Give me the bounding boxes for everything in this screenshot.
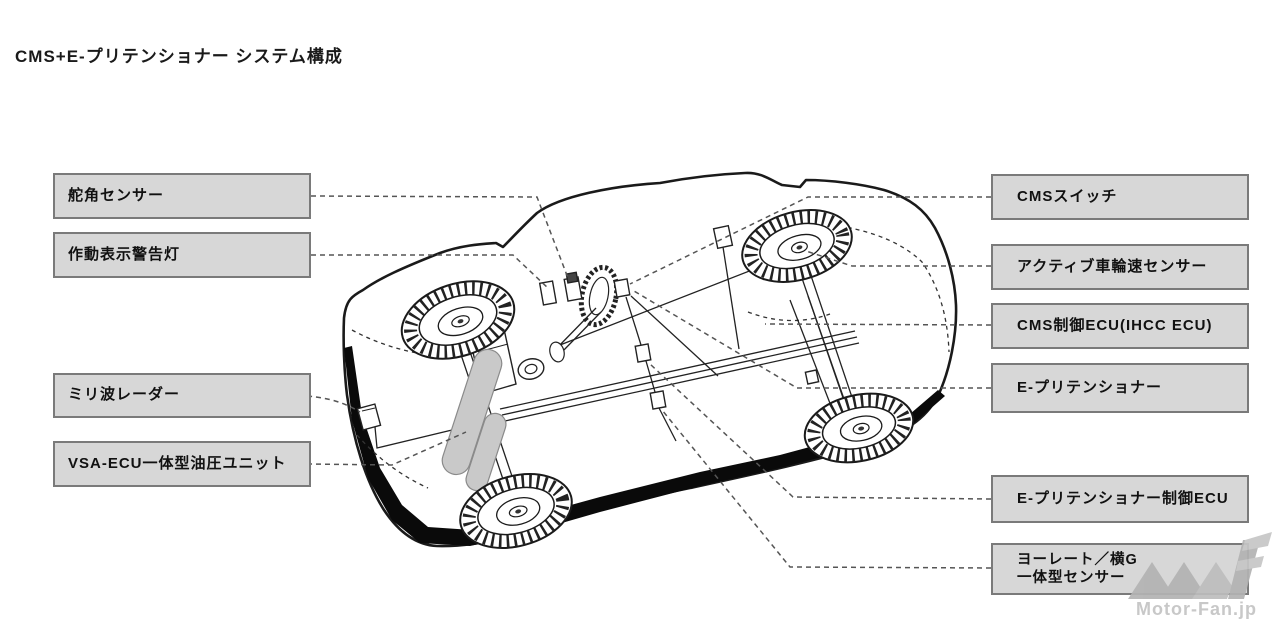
wheel-rear-left xyxy=(803,392,915,464)
sensor-boxes xyxy=(538,224,820,410)
wheel-rear-right xyxy=(741,209,853,283)
wheels xyxy=(400,209,915,549)
callout-warning-light: 作動表示警告灯 xyxy=(53,232,311,278)
callout-yaw-rate-sensor: ヨーレート／横G 一体型センサー xyxy=(991,543,1249,595)
leader-yaw-rate-sensor xyxy=(661,409,992,569)
driveshaft-gray-capsule xyxy=(441,348,507,492)
callout-pretensioner-ecu: E-プリテンショナー制御ECU xyxy=(991,475,1249,523)
callout-steering-angle-sensor: 舵角センサー xyxy=(53,173,311,219)
leader-warning-light xyxy=(311,254,550,290)
leader-cms-switch xyxy=(629,196,991,285)
page-title: CMS+E-プリテンショナー システム構成 xyxy=(15,47,343,66)
leader-e-pretensioner xyxy=(633,290,991,389)
callout-e-pretensioner: E-プリテンショナー xyxy=(991,363,1249,413)
leader-wheel-speed-sensor xyxy=(805,250,991,267)
callout-wheel-speed-sensor: アクティブ車輪速センサー xyxy=(991,244,1249,290)
callout-mmwave-radar: ミリ波レーダー xyxy=(53,373,311,418)
leader-pretensioner-ecu xyxy=(649,363,992,500)
chassis-lines xyxy=(374,246,861,501)
leader-steering-angle-sensor xyxy=(310,195,569,279)
leader-lines xyxy=(306,195,992,569)
leader-cms-ecu xyxy=(764,323,992,326)
watermark-text: Motor-Fan.jp xyxy=(1136,599,1257,619)
callout-cms-switch: CMSスイッチ xyxy=(991,174,1249,220)
radar-unit xyxy=(356,403,382,431)
leader-vsa-ecu-unit xyxy=(306,431,467,466)
callout-cms-ecu: CMS制御ECU(IHCC ECU) xyxy=(991,303,1249,349)
wheel-front-right xyxy=(400,280,516,360)
wheel-front-left xyxy=(459,473,573,549)
leader-mmwave-radar xyxy=(306,395,361,413)
callout-vsa-ecu-unit: VSA-ECU一体型油圧ユニット xyxy=(53,441,311,487)
